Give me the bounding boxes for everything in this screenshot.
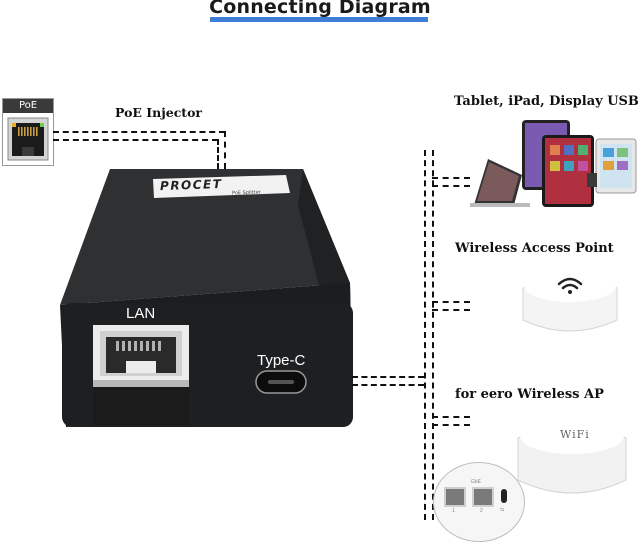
device-brand-sub: PoE Splitter (231, 189, 261, 197)
ap-branch-top (432, 301, 470, 303)
injector-cable-top (53, 131, 225, 133)
tablet-label: Tablet, iPad, Display USB C (454, 94, 640, 109)
poe-injector-label: PoE Injector (115, 105, 202, 120)
eero-wifi-logo: WiFi (560, 428, 590, 441)
gbe-label: GbE (471, 479, 482, 485)
ethernet-port-2-icon (472, 487, 494, 507)
injector-cable-bottom (53, 139, 218, 141)
ap-branch-bottom (432, 309, 470, 311)
injector-cable-drop-2 (217, 139, 219, 169)
poe-port-box: PoE (2, 98, 54, 166)
device-brand: PROCET (159, 176, 223, 194)
poe-splitter-device (60, 169, 353, 427)
eero-label: for eero Wireless AP (455, 387, 604, 402)
eero-branch-bottom (432, 424, 470, 426)
port-2-label: 2 (480, 508, 483, 514)
injector-cable-drop-1 (224, 131, 226, 169)
ap-label: Wireless Access Point (455, 241, 614, 256)
lan-port-label: LAN (126, 305, 156, 322)
rj45-port-icon (7, 117, 49, 161)
eero-device-illustration (517, 418, 627, 494)
tablets-illustration (470, 120, 637, 207)
wireless-ap-illustration (522, 270, 618, 332)
tablet-branch-top (432, 177, 470, 179)
poe-port-label: PoE (3, 99, 53, 113)
ethernet-port-1-icon (444, 487, 466, 507)
title-underline (210, 17, 428, 22)
usb-c-port-icon (501, 489, 507, 503)
typec-cable-top (352, 376, 424, 378)
typec-cable-bottom (352, 384, 424, 386)
tablet-branch-bottom (432, 185, 470, 187)
bus-line-right (432, 150, 434, 520)
usb-mark-label: ⇆ (500, 507, 505, 513)
eero-branch-top (432, 416, 470, 418)
typec-port-label: Type-C (257, 352, 306, 369)
port-1-label: 1 (452, 508, 455, 514)
diagram-title: Connecting Diagram (209, 0, 431, 18)
eero-ports-closeup: GbE 1 2 ⇆ (433, 462, 525, 542)
bus-line-left (424, 150, 426, 520)
